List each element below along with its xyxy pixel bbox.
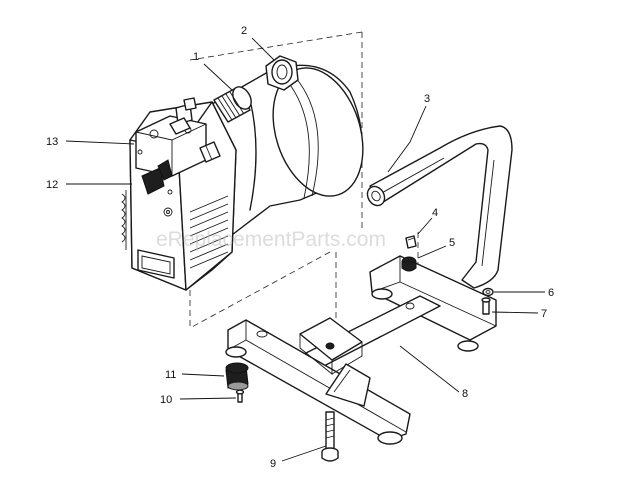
screw-part-7 [481,297,491,315]
callout-3: 3 [424,93,430,105]
callout-10: 10 [160,394,172,406]
nut-part-2 [265,55,299,91]
callout-9: 9 [270,458,276,470]
callout-5: 5 [449,237,455,249]
callout-11: 11 [165,369,176,381]
callout-2: 2 [241,25,247,37]
callout-13: 13 [46,136,58,148]
cart-base-part-8 [225,255,497,445]
set-screw-part-4 [405,235,417,249]
callout-6: 6 [548,287,554,299]
callout-4: 4 [432,207,438,219]
callout-12: 12 [46,179,58,191]
cap-part-5 [401,256,417,272]
leader-lines [65,37,545,462]
washer-part-6 [482,287,494,297]
handle-part-3 [366,125,513,289]
fitting-part-1 [213,86,252,123]
bolt-part-9 [321,411,339,462]
motor-assembly [121,64,364,291]
screw-part-10 [235,389,245,403]
callout-8: 8 [462,388,468,400]
wheel-part-11 [225,362,249,391]
callout-7: 7 [541,308,547,320]
callout-1: 1 [193,51,199,63]
watermark-text: eReplacementParts.com [156,228,386,251]
callout-labels: 1 2 3 4 5 6 7 8 9 10 11 12 13 [46,25,554,470]
